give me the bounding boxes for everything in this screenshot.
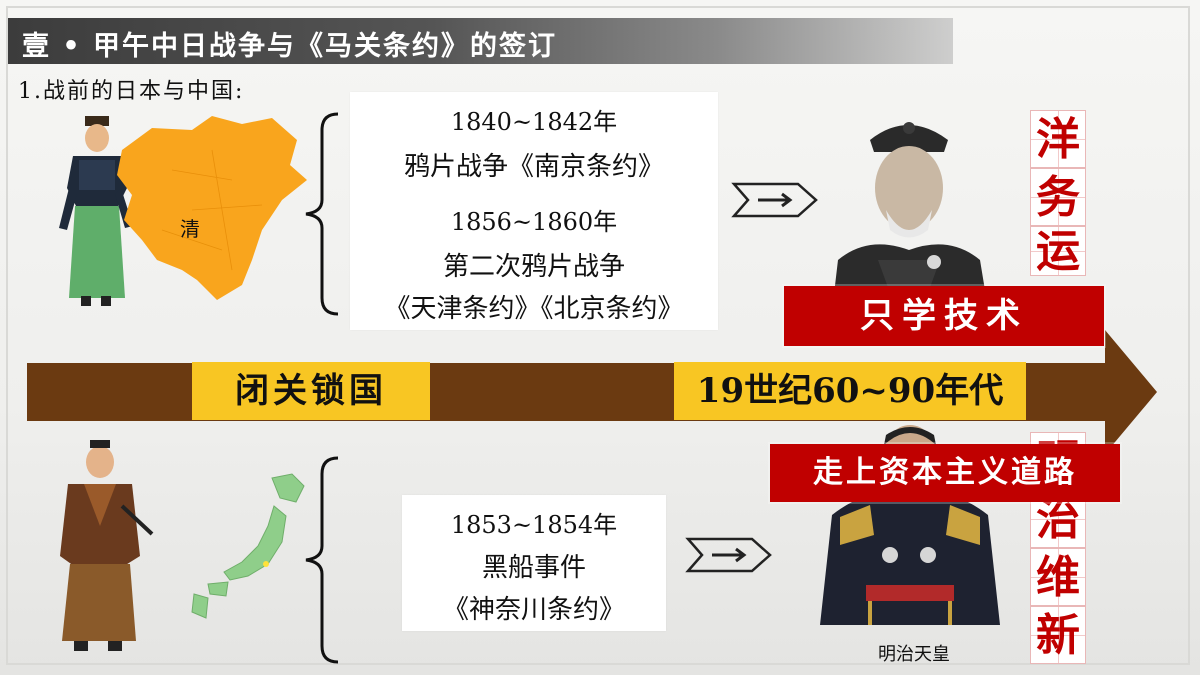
- vertical-char: 洋: [1030, 110, 1086, 168]
- banner-only-technology: 只学技术: [784, 286, 1104, 346]
- vertical-char: 新: [1030, 606, 1086, 664]
- event-date: 1853~1854年: [450, 511, 618, 539]
- event-name: 第二次鸦片战争: [442, 252, 625, 282]
- title-bar: 壹 • 甲午中日战争与《马关条约》的签订: [8, 18, 953, 64]
- vertical-text-westernization: 洋 务 运: [1030, 110, 1086, 276]
- vertical-char: 务: [1030, 168, 1086, 226]
- lower-brace: [305, 456, 339, 664]
- map-label-qing: 清: [180, 217, 200, 241]
- event-treaties: 《天津条约》《北京条约》: [384, 294, 684, 324]
- event-treaties: 《神奈川条约》: [442, 595, 625, 625]
- timeline-arrowhead: [1105, 330, 1157, 454]
- vertical-char: 运: [1030, 226, 1086, 276]
- section-heading: 1.战前的日本与中国:: [18, 79, 245, 104]
- arrow-right-icon: [731, 182, 818, 218]
- china-events-box: 1840~1842年 鸦片战争《南京条约》 1856~1860年 第二次鸦片战争…: [350, 92, 718, 330]
- qing-map: 清: [117, 116, 307, 300]
- banner-capitalist-path: 走上资本主义道路: [770, 444, 1120, 502]
- label-era: 19世纪60~90年代: [674, 362, 1026, 420]
- event-name: 黑船事件: [481, 553, 586, 583]
- slide-frame: [6, 6, 1190, 665]
- meiji-emperor-portrait: [820, 425, 1000, 625]
- label-closed-country: 闭关锁国: [192, 362, 430, 420]
- slide-title: 壹 • 甲午中日战争与《马关条约》的签订: [22, 31, 558, 62]
- vertical-char: 维: [1030, 548, 1086, 606]
- japan-map: [191, 473, 305, 619]
- upper-brace: [305, 112, 339, 316]
- event-name: 鸦片战争《南京条约》: [403, 152, 664, 182]
- qing-official-figure: [59, 116, 133, 306]
- arrow-right-icon: [685, 537, 772, 573]
- event-date: 1856~1860年: [450, 208, 618, 236]
- samurai-figure: [60, 440, 154, 651]
- japan-events-box: 1853~1854年 黑船事件 《神奈川条约》: [402, 495, 666, 631]
- event-date: 1840~1842年: [450, 108, 618, 136]
- portrait-caption-meiji: 明治天皇: [878, 644, 950, 665]
